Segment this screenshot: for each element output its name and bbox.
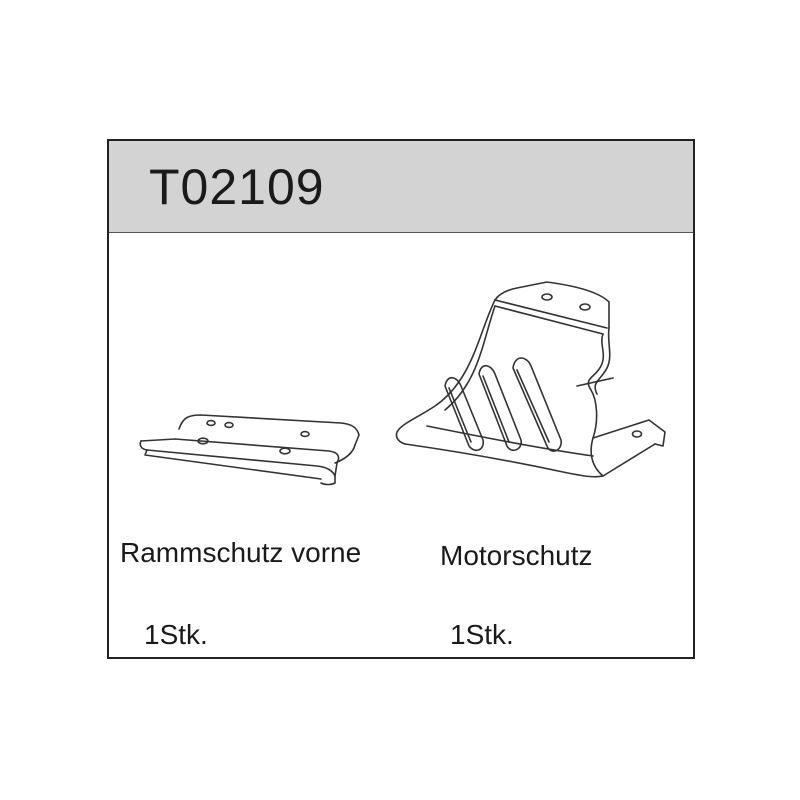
parts-card: T02109 xyxy=(107,139,695,659)
part-number-title: T02109 xyxy=(149,159,325,215)
item-quantity-front-bumper: 1Stk. xyxy=(144,619,208,650)
item-quantity-motor-guard: 1Stk. xyxy=(450,619,514,650)
front-bumper-plate-icon xyxy=(139,414,360,486)
motor-guard-icon xyxy=(395,281,666,478)
item-name-motor-guard: Motorschutz xyxy=(440,540,593,571)
card-header: T02109 xyxy=(109,141,693,233)
item-name-front-bumper: Rammschutz vorne xyxy=(120,537,362,568)
